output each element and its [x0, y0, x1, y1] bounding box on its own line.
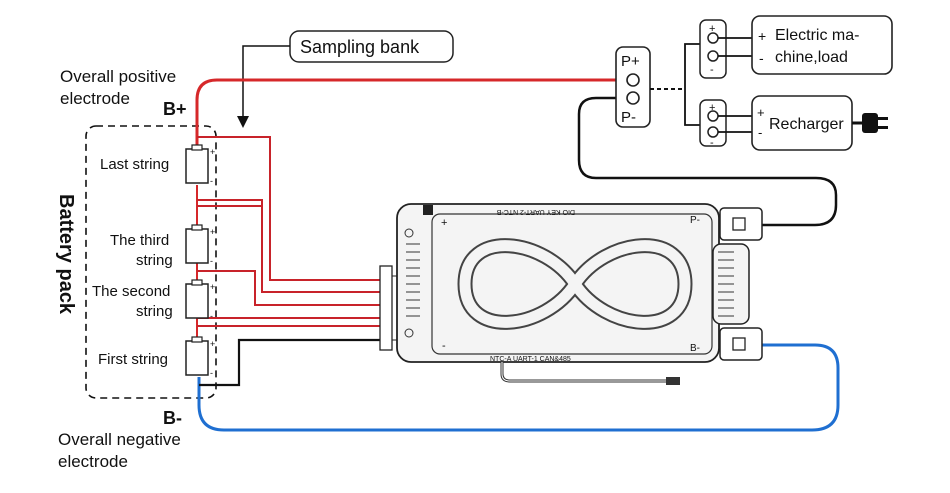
bms-b-minus-label: B- — [690, 343, 700, 354]
cell-second-plus: + — [210, 282, 215, 292]
positive-main-wire — [195, 78, 616, 150]
ntc-probe-wire — [500, 362, 666, 383]
load-box-minus: - — [759, 50, 764, 66]
first-string-label: First string — [98, 351, 168, 368]
cell-last-plus: + — [210, 147, 215, 157]
bms-p-minus-lug — [719, 207, 763, 241]
load-box: + - Electric ma- chine,load — [751, 15, 893, 75]
bms-plus-mark: + — [441, 217, 447, 229]
recharger-terminal-plus: + — [709, 102, 715, 114]
bms-minus-mark: - — [442, 340, 446, 352]
battery-pack-enclosure — [85, 125, 217, 399]
ntc-probe-tip — [666, 377, 680, 385]
overall-positive-label-line2: electrode — [60, 89, 130, 108]
sense-wire-negative — [199, 338, 383, 387]
sense-wires — [197, 136, 383, 327]
overall-negative-label-line1: Overall negative — [58, 430, 181, 449]
p-plus-label: P+ — [621, 53, 640, 70]
second-string-label-line2: string — [136, 303, 173, 320]
bms-left-fins — [406, 243, 420, 317]
sampling-bank-arrow — [237, 116, 249, 128]
bms-b-minus-lug — [719, 327, 763, 361]
p-minus-label: P- — [621, 109, 636, 126]
recharger-terminal-minus: - — [710, 137, 714, 149]
cell-third-minus: - — [210, 256, 213, 266]
bms-connector — [379, 265, 398, 351]
negative-main-wire — [197, 343, 840, 432]
recharger-label: Recharger — [769, 116, 844, 133]
cell-second-minus: - — [210, 311, 213, 321]
cell-last: + - — [185, 144, 215, 186]
recharger-box: + - Recharger — [751, 95, 853, 151]
p-branch — [684, 43, 700, 126]
load-terminal-plus: + — [709, 23, 715, 35]
bms-bottom-label: NTC-A UART-1 CAN&485 — [490, 356, 571, 363]
p-terminal-block: P+ P- — [615, 46, 651, 128]
recharger-box-minus: - — [758, 125, 762, 140]
cell-last-minus: - — [210, 176, 213, 186]
load-label-line2: chine,load — [775, 49, 848, 66]
sampling-bank-callout: Sampling bank — [237, 30, 454, 128]
battery-pack-label: Battery pack — [55, 194, 77, 315]
last-string-label: Last string — [100, 156, 169, 173]
b-minus-label: B- — [163, 408, 182, 428]
sampling-bank-label: Sampling bank — [300, 37, 420, 57]
load-label-line1: Electric ma- — [775, 27, 859, 44]
load-terminal-minus: - — [710, 64, 714, 76]
cell-first-minus: - — [210, 368, 213, 378]
third-string-label-line2: string — [136, 252, 173, 269]
bms-board: DIO KEY UART-2 NTC-B NTC-A UART-1 CAN&48… — [396, 203, 763, 363]
bms-top-label: DIO KEY UART-2 NTC-B — [496, 208, 575, 215]
load-box-plus: + — [758, 28, 766, 44]
b-plus-label: B+ — [163, 99, 187, 119]
cell-first-plus: + — [210, 339, 215, 349]
second-string-label-line1: The second — [92, 283, 170, 300]
cell-second: + - — [185, 279, 215, 321]
third-string-label-line1: The third — [110, 232, 169, 249]
cell-third-plus: + — [210, 227, 215, 237]
bms-right-fins — [718, 251, 734, 317]
overall-positive-label-line1: Overall positive — [60, 67, 176, 86]
overall-negative-label-line2: electrode — [58, 452, 128, 471]
recharger-terminal: + - — [699, 99, 727, 149]
bms-p-minus-label: P- — [690, 215, 700, 226]
cell-first: + - — [185, 336, 215, 378]
plug-icon — [852, 113, 888, 133]
recharger-box-plus: + — [757, 105, 765, 120]
sampling-bank-leader — [242, 45, 290, 118]
cell-third: + - — [185, 224, 215, 266]
p-minus-wire — [577, 96, 838, 227]
load-terminal: + - — [699, 19, 727, 79]
